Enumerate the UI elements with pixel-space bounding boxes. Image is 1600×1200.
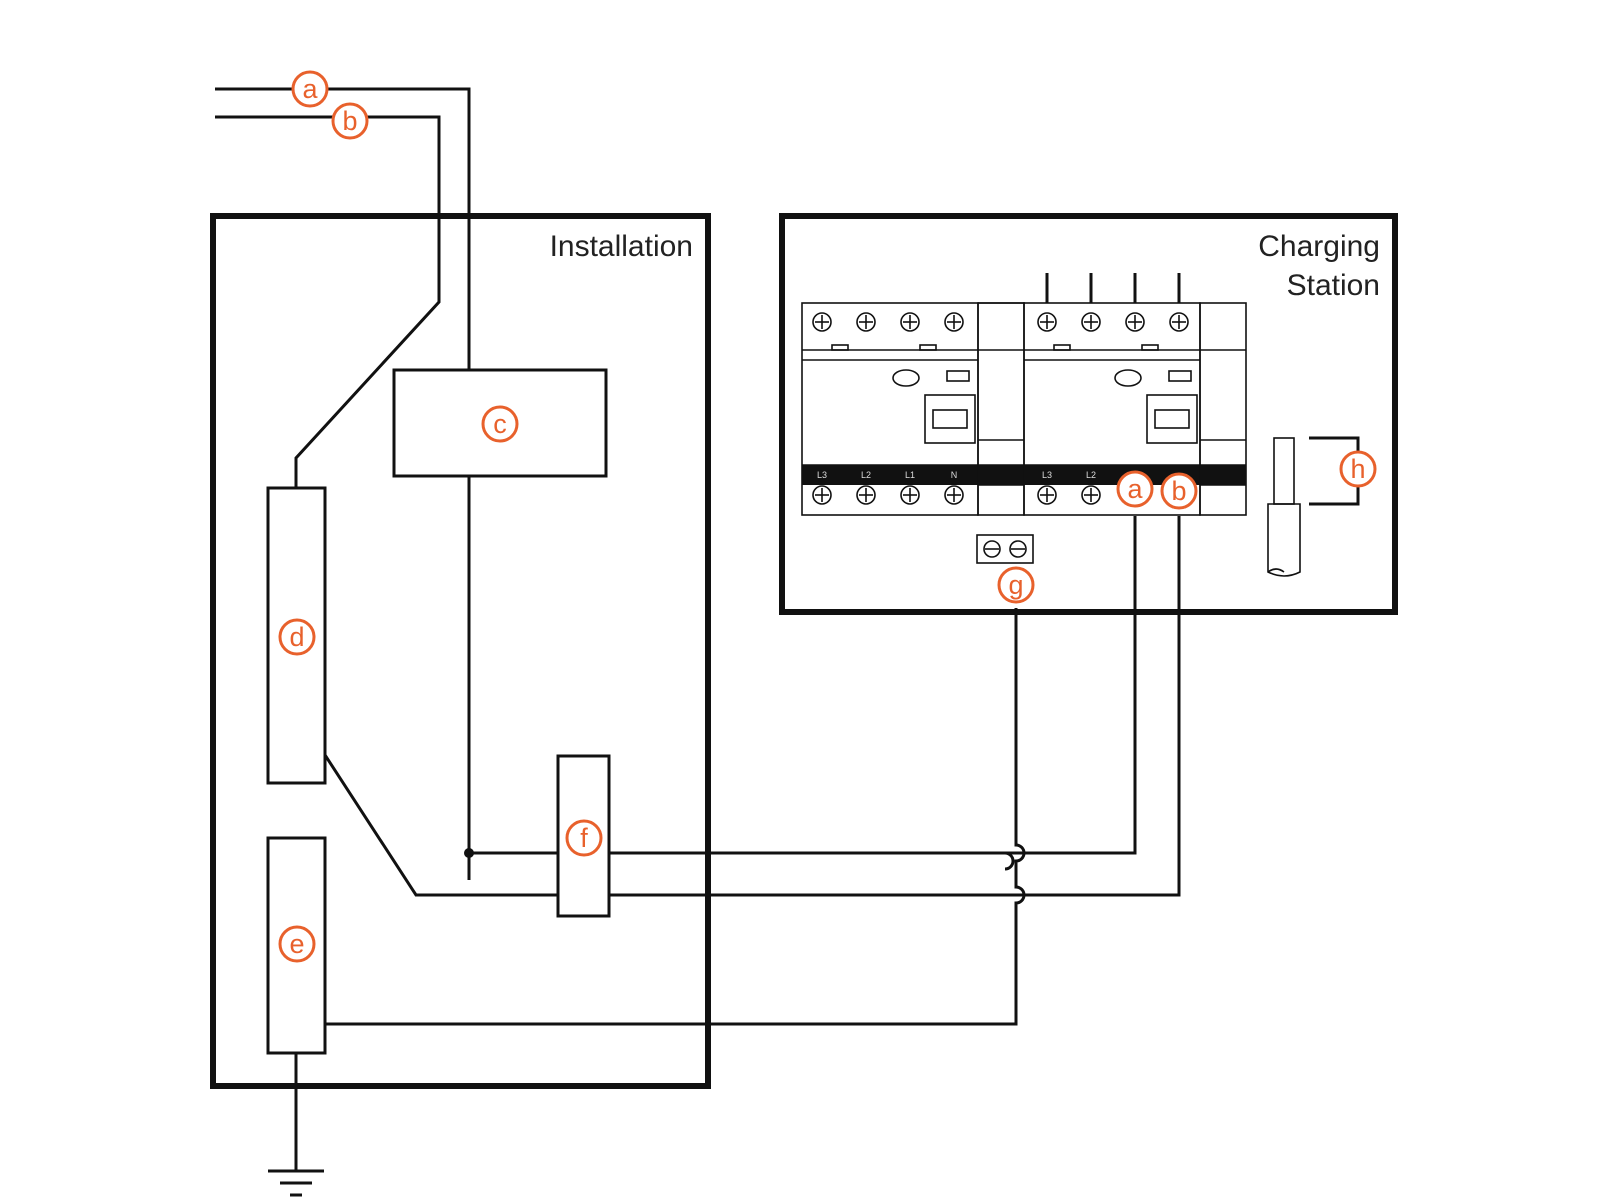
station-device-right: [1023, 302, 1247, 516]
callout-f: f: [565, 819, 603, 857]
installation-title: Installation: [550, 230, 693, 263]
charging-station-frame: [779, 213, 1398, 615]
callout-e: e: [278, 925, 316, 963]
svg-text:g: g: [1008, 570, 1023, 600]
station-device-left-screws: [812, 312, 964, 505]
svg-text:b: b: [342, 106, 357, 136]
svg-text:a: a: [302, 74, 318, 104]
charging-station-title-line2: Station: [1287, 269, 1380, 302]
pe-terminal-block: [976, 534, 1034, 564]
component-e-box: [266, 836, 327, 1055]
callout-g: g: [997, 566, 1035, 604]
callout-a-top: a: [291, 70, 329, 108]
station-device-right-screws: [1037, 312, 1189, 505]
wire-d-to-f: [323, 754, 558, 897]
svg-text:a: a: [1127, 474, 1143, 504]
left-terminal-label-3: L1: [905, 470, 915, 480]
left-terminal-label-4: N: [951, 470, 958, 480]
right-terminal-label-2: L2: [1086, 470, 1096, 480]
svg-text:f: f: [580, 823, 588, 853]
charging-station-title-line1: Charging: [1258, 230, 1380, 263]
svg-text:b: b: [1171, 476, 1186, 506]
svg-text:h: h: [1350, 454, 1365, 484]
callout-d: d: [278, 618, 316, 656]
wire-e-to-g: [325, 608, 1026, 1026]
callout-a-station: a: [1116, 470, 1154, 508]
wire-a-to-station: [1005, 516, 1137, 855]
left-terminal-label-1: L3: [817, 470, 827, 480]
callout-b-top: b: [331, 102, 369, 140]
wire-a-to-jump: [609, 851, 1015, 871]
svg-text:e: e: [289, 929, 304, 959]
svg-text:d: d: [289, 622, 304, 652]
right-terminal-label-1: L3: [1042, 470, 1052, 480]
svg-text:c: c: [493, 409, 507, 439]
station-device-left: [801, 302, 1025, 516]
installation-frame: [210, 213, 711, 1089]
callout-c: c: [481, 405, 519, 443]
callout-h: h: [1339, 450, 1377, 488]
callout-b-station: b: [1160, 472, 1198, 510]
wire-b-to-station: [609, 516, 1181, 897]
left-terminal-label-2: L2: [861, 470, 871, 480]
